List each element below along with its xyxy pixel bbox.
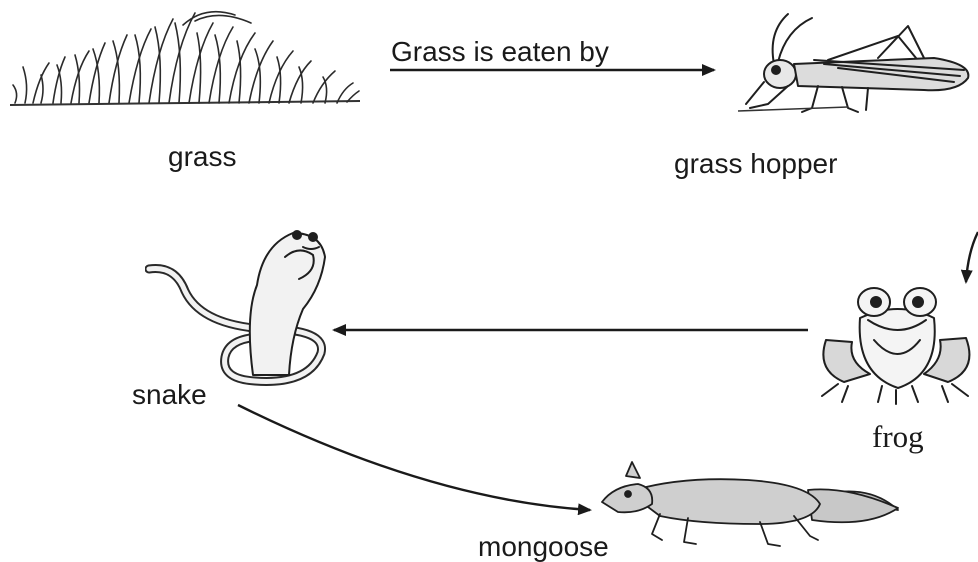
frog-label: frog bbox=[872, 421, 924, 452]
grass-label: grass bbox=[168, 143, 236, 171]
frog-illustration bbox=[808, 278, 978, 408]
grasshopper-label: grass hopper bbox=[674, 150, 837, 178]
arrow-snake-to-mongoose bbox=[238, 405, 590, 510]
grass-illustration bbox=[5, 5, 365, 115]
edge-label: Grass is eaten by bbox=[391, 38, 609, 66]
grasshopper-illustration bbox=[728, 12, 978, 117]
mongoose-label: mongoose bbox=[478, 533, 609, 561]
arrow-grasshopper-to-frog bbox=[966, 232, 978, 282]
mongoose-illustration bbox=[598, 458, 908, 553]
snake-illustration bbox=[145, 225, 345, 395]
snake-label: snake bbox=[132, 381, 207, 409]
